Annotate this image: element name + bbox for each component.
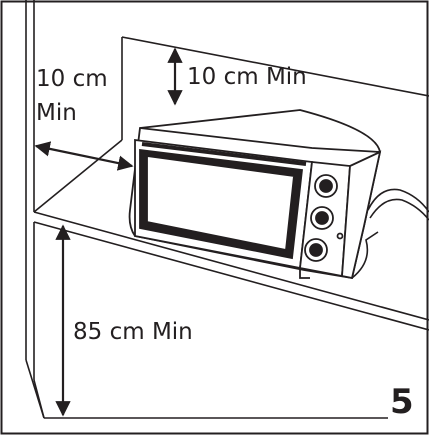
side-clearance-arrow: [34, 141, 134, 171]
figure-number: 5: [390, 382, 414, 422]
side-clearance-label-line2: Min: [36, 100, 77, 126]
floor-clearance-label: 85 cm Min: [73, 319, 193, 345]
top-clearance-label: 10 cm Min: [187, 64, 307, 90]
power-cord-icon: [351, 188, 429, 279]
side-clearance-label-line1: 10 cm: [36, 66, 108, 92]
control-knobs: [304, 174, 344, 262]
dimension-arrow-icon: [34, 47, 183, 417]
toaster-oven-icon: [128, 109, 382, 280]
